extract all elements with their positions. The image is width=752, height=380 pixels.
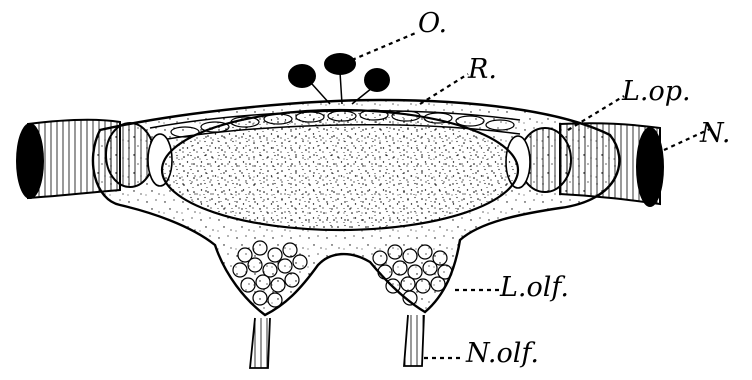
leader-R bbox=[420, 74, 468, 104]
central-mass bbox=[162, 110, 518, 230]
left-olfactory-nerve bbox=[250, 318, 270, 368]
label-R: R. bbox=[467, 54, 497, 85]
leader-O bbox=[352, 32, 418, 60]
ocelli bbox=[288, 53, 390, 104]
label-Lolf: L.olf. bbox=[499, 272, 569, 303]
label-O: O. bbox=[418, 8, 447, 39]
right-olfactory-nerve bbox=[404, 315, 424, 366]
label-Nolf: N.olf. bbox=[465, 338, 539, 369]
label-Lop: L.op. bbox=[621, 76, 691, 107]
label-N: N. bbox=[699, 118, 730, 149]
